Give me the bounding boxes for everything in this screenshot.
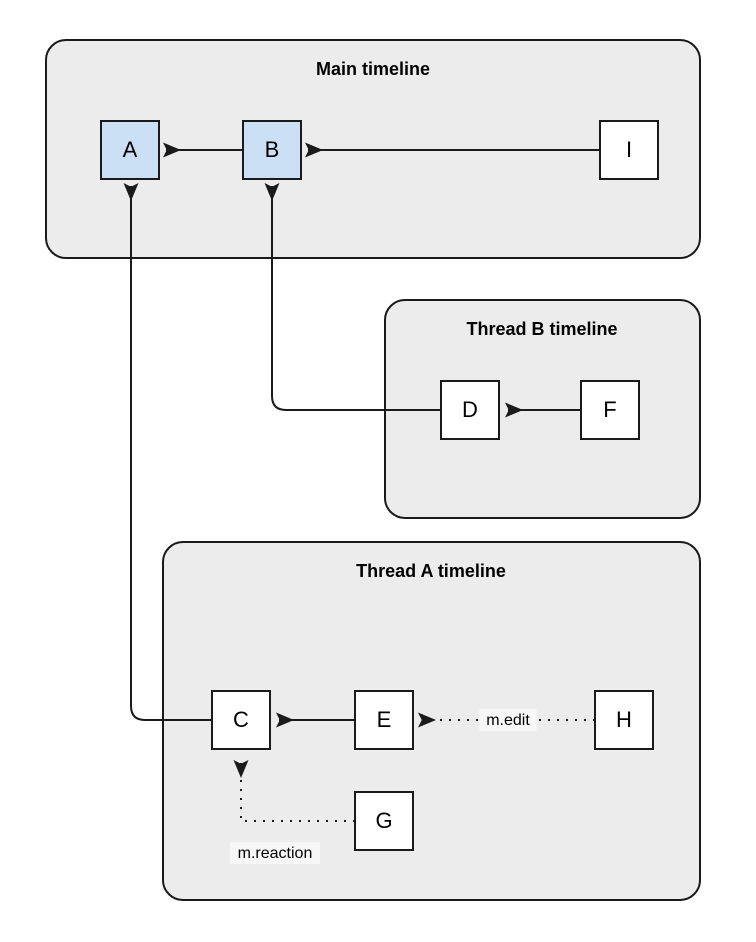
edge-g-to-c xyxy=(233,760,355,822)
node-box-B[interactable] xyxy=(242,120,302,180)
event-node-C[interactable]: C xyxy=(211,690,271,750)
event-node-F[interactable]: F xyxy=(580,380,640,440)
node-label-F: F xyxy=(603,397,616,422)
node-label-B: B xyxy=(265,137,280,162)
node-label-H: H xyxy=(616,707,632,732)
edge-label-backdrop-h-to-e xyxy=(479,709,537,731)
node-label-E: E xyxy=(377,707,392,732)
group-title-thread_b: Thread B timeline xyxy=(466,319,617,339)
node-box-F[interactable] xyxy=(580,380,640,440)
node-box-I[interactable] xyxy=(599,120,659,180)
event-nodes: A B I D F C E H G xyxy=(100,120,659,851)
edge-d-to-b xyxy=(264,183,441,411)
event-node-I[interactable]: I xyxy=(599,120,659,180)
node-box-G[interactable] xyxy=(354,791,414,851)
node-box-C[interactable] xyxy=(211,690,271,750)
event-node-A[interactable]: A xyxy=(100,120,160,180)
node-box-A[interactable] xyxy=(100,120,160,180)
edge-label-g-to-c: m.reaction xyxy=(238,845,313,862)
event-node-H[interactable]: H xyxy=(594,690,654,750)
node-label-D: D xyxy=(462,397,478,422)
node-label-G: G xyxy=(375,808,392,833)
group-title-thread_a: Thread A timeline xyxy=(356,561,506,581)
edge-label-group-g-to-c: m.reaction xyxy=(230,842,320,864)
edge-labels: m.edit m.reaction xyxy=(230,709,537,864)
node-label-A: A xyxy=(123,137,138,162)
node-box-E[interactable] xyxy=(354,690,414,750)
node-label-C: C xyxy=(233,707,249,732)
edge-label-h-to-e: m.edit xyxy=(486,712,530,729)
event-node-G[interactable]: G xyxy=(354,791,414,851)
edge-c-to-a xyxy=(123,183,212,721)
node-box-H[interactable] xyxy=(594,690,654,750)
event-node-D[interactable]: D xyxy=(440,380,500,440)
event-node-E[interactable]: E xyxy=(354,690,414,750)
edge-label-backdrop-g-to-c xyxy=(230,842,320,864)
event-node-B[interactable]: B xyxy=(242,120,302,180)
node-label-I: I xyxy=(626,137,632,162)
node-box-D[interactable] xyxy=(440,380,500,440)
group-title-main: Main timeline xyxy=(316,59,430,79)
edge-label-group-h-to-e: m.edit xyxy=(479,709,537,731)
edges xyxy=(123,142,600,822)
